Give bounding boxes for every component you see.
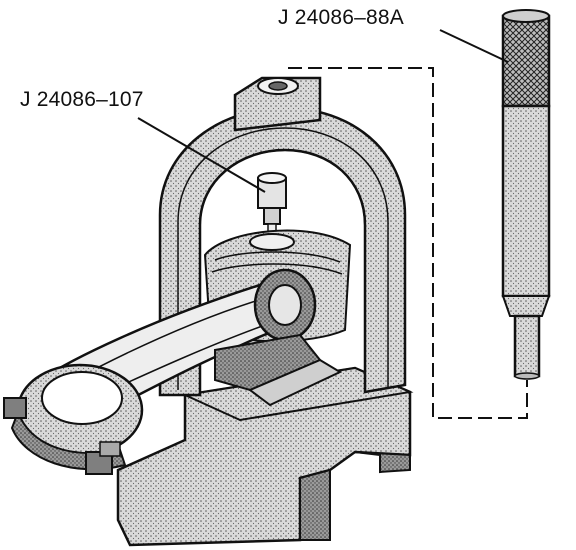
callout-pilot: J 24086–107: [20, 88, 144, 111]
pilot-tool: [257, 172, 287, 255]
leader-lines: [137, 29, 528, 419]
leader-press-pin: [439, 29, 509, 63]
callout-press-pin: J 24086–88A: [278, 6, 404, 29]
press-pin-tool: [501, 9, 551, 380]
placement-path: [288, 67, 528, 419]
fixture-base: [116, 366, 414, 547]
cradle-block: [214, 333, 343, 407]
connecting-rod: [3, 268, 317, 475]
leader-pilot: [137, 117, 266, 193]
